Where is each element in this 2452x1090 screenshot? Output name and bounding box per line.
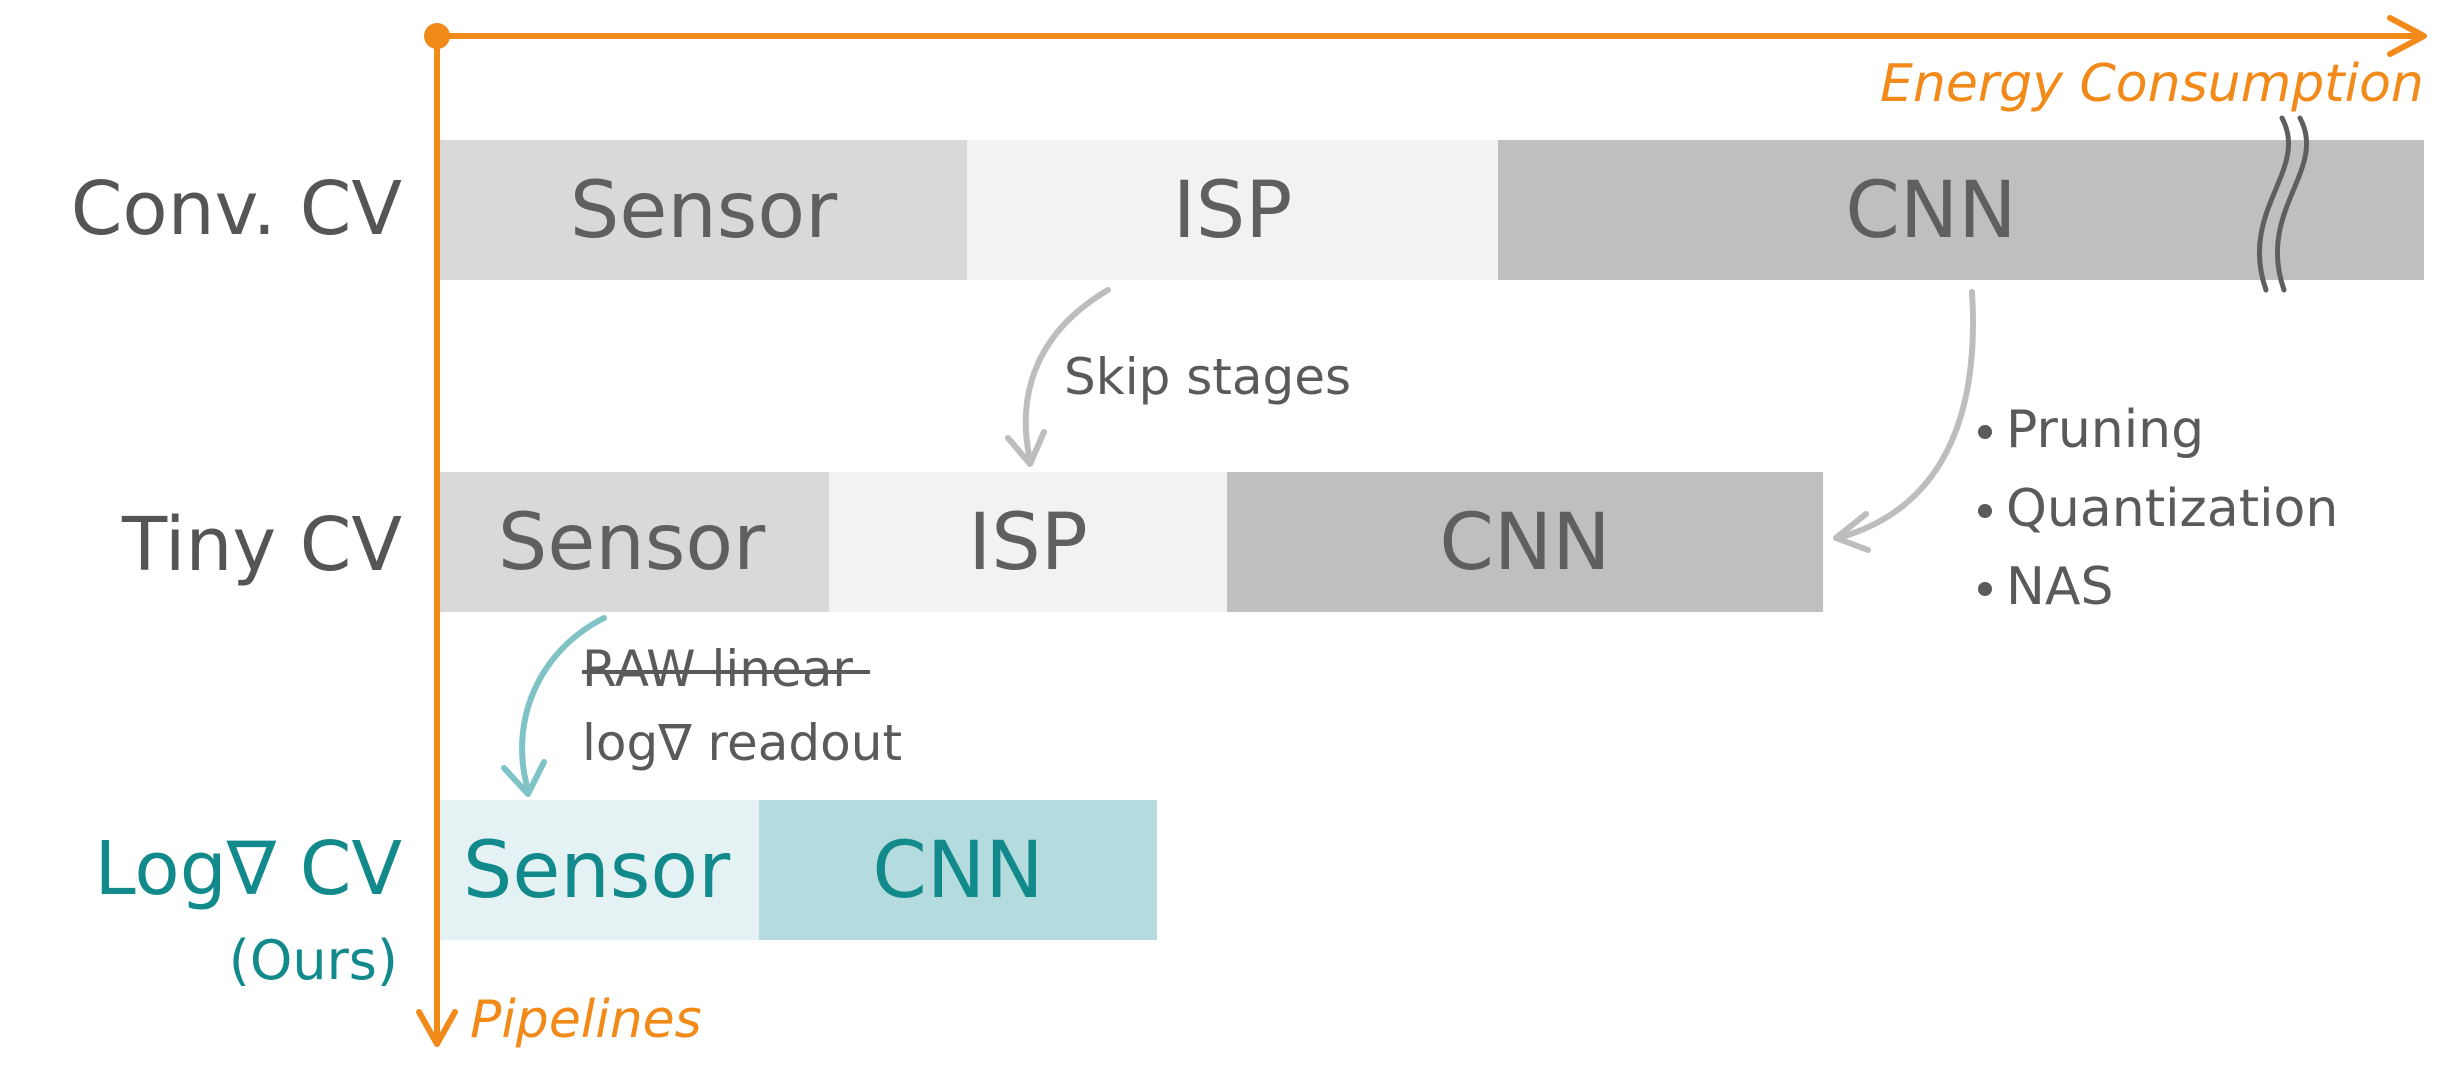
tiny-sensor-segment <box>434 472 829 612</box>
readout-arrow <box>501 615 607 797</box>
tiny-cnn-segment <box>1227 472 1823 612</box>
y-axis-label: Pipelines <box>470 990 702 1050</box>
tiny-cnn-label: CNN <box>1439 498 1611 588</box>
ours-cnn-label: CNN <box>872 826 1044 916</box>
axis-break-icon <box>2256 115 2310 293</box>
bullet-dot <box>1978 504 1992 518</box>
cnn-technique-quantization: Quantization <box>2006 479 2339 539</box>
tiny-sensor-label: Sensor <box>497 498 766 588</box>
axes <box>416 15 2427 1047</box>
ours-sensor-label: Sensor <box>462 826 731 916</box>
row-label-ours: Log∇ CV <box>94 826 403 912</box>
row-sublabel-ours: (Ours) <box>228 929 398 992</box>
ours-sensor-segment <box>434 800 759 940</box>
skip-stages-arrow <box>1005 287 1111 467</box>
conv-sensor-segment <box>440 140 967 280</box>
bullet-dot <box>1978 582 1992 596</box>
bullet-dot <box>1978 425 1992 439</box>
x-axis-label: Energy Consumption <box>1880 54 2424 114</box>
skip-stages-note: Skip stages <box>1064 348 1352 406</box>
cnn-technique-nas: NAS <box>2006 557 2114 617</box>
conv-sensor-label: Sensor <box>569 166 838 256</box>
cnn-optimization-arrow <box>1833 289 1976 553</box>
row-label-conv-cv: Conv. CV <box>70 166 402 252</box>
cnn-technique-pruning: Pruning <box>2006 400 2205 460</box>
conv-cnn-label: CNN <box>1845 166 2017 256</box>
row-label-tiny-cv: Tiny CV <box>122 502 402 588</box>
x-axis-arrowhead <box>2387 15 2427 57</box>
conv-isp-segment <box>967 140 1498 280</box>
axis-origin-dot <box>424 23 450 49</box>
tiny-isp-segment <box>829 472 1227 612</box>
y-axis-arrowhead <box>416 1009 458 1047</box>
conv-isp-label: ISP <box>1172 166 1293 256</box>
raw-linear-note: RAW linear <box>582 640 853 698</box>
tiny-isp-label: ISP <box>968 498 1088 588</box>
ours-cnn-segment <box>759 800 1157 940</box>
log-readout-note: log∇ readout <box>582 714 903 772</box>
